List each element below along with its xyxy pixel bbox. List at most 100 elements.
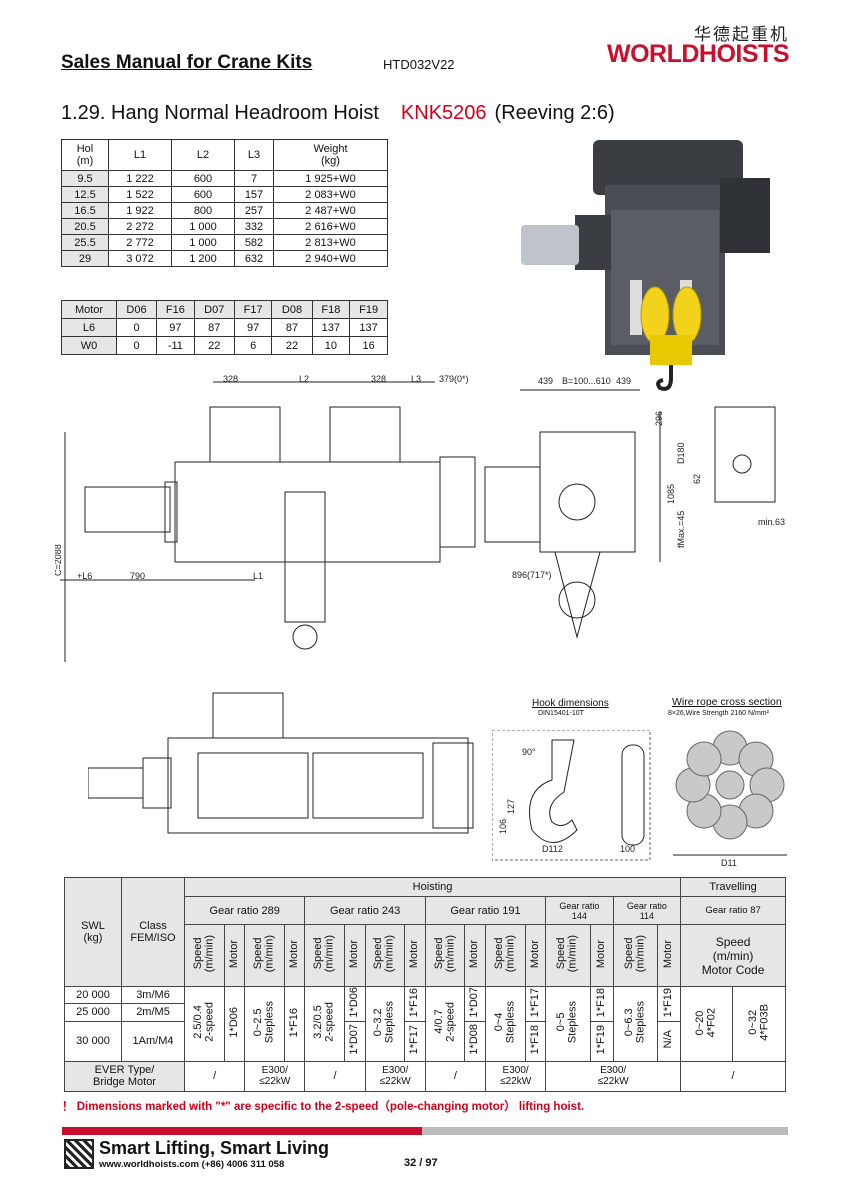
- travel-value: 0~32 4*F03B: [746, 1003, 771, 1041]
- col-header: L2: [171, 139, 235, 171]
- cell: 257: [234, 202, 274, 219]
- cell: 2 272: [108, 218, 172, 235]
- qr-code-icon: [64, 1139, 94, 1169]
- hoisting-header: Hoisting: [183, 877, 682, 897]
- dim-label: L2: [299, 374, 309, 384]
- ever-cell: /: [183, 1060, 246, 1092]
- hook-drawing: 90° 127 106 D112 100: [492, 730, 651, 861]
- cell: 2 616+W0: [273, 218, 388, 235]
- document-code: HTD032V22: [383, 57, 455, 72]
- speed-value: 0~4 Stepless: [492, 1001, 517, 1044]
- speed-value: 0~3.2 Stepless: [372, 1001, 396, 1044]
- rope-dim: D11: [721, 858, 737, 868]
- swl-cell: 25 000: [64, 1003, 122, 1022]
- col-header: Motor: [60, 300, 118, 319]
- cell: 1 000: [171, 218, 235, 235]
- motor-header: Motor: [594, 939, 607, 969]
- dim-label: 439: [616, 376, 631, 386]
- ever-cell: E300/ ≤22kW: [364, 1060, 426, 1092]
- gear-header: Gear ratio 191: [424, 896, 547, 925]
- motor-header: Motor: [227, 939, 240, 969]
- motor-value: 1*F16: [287, 1007, 300, 1037]
- dim-label: 328: [223, 374, 238, 384]
- cell: 7: [234, 170, 274, 187]
- cell: 2 487+W0: [273, 202, 388, 219]
- cell: 87: [193, 318, 235, 337]
- reeving: (Reeving 2:6): [494, 102, 615, 124]
- dim-label: min.63: [758, 517, 785, 527]
- cell: 10: [311, 336, 351, 355]
- col-header: D08: [271, 300, 313, 319]
- swl-cell: 20 000: [64, 985, 122, 1005]
- cell: 1 922: [108, 202, 172, 219]
- speed-header: Speed (m/min): [372, 935, 396, 973]
- speed-header: Speed (m/min): [312, 935, 336, 973]
- speed-value: 2.5/0.4 2-speed: [191, 1002, 216, 1043]
- cell: 157: [234, 186, 274, 203]
- cell: 137: [311, 318, 351, 337]
- motor-value: 1*F19: [594, 1024, 607, 1055]
- cell: 137: [349, 318, 388, 337]
- motor-value: N/A: [662, 1030, 675, 1049]
- motor-header: Motor: [528, 939, 541, 969]
- motor-value: 1*F19: [662, 987, 675, 1017]
- cell: 97: [233, 318, 273, 337]
- cell: 1 925+W0: [273, 170, 388, 187]
- footer-bar: [62, 1127, 788, 1135]
- col-header: Weight (kg): [273, 139, 388, 171]
- dim-label: +L6: [77, 571, 92, 581]
- footer-slogan: Smart Lifting, Smart Living: [99, 1138, 330, 1158]
- speed-value: 3.2/0.5 2-speed: [312, 1002, 336, 1043]
- rope-cross-section: D11: [673, 730, 787, 868]
- cell: 1 522: [108, 186, 172, 203]
- gear-header: Gear ratio 114: [612, 896, 682, 925]
- hook-dim: 90°: [522, 747, 536, 757]
- motor-header: Motor: [348, 939, 361, 969]
- speed-header: Speed (m/min): [622, 935, 647, 973]
- hoist-photo: [521, 140, 770, 391]
- cell: 800: [171, 202, 235, 219]
- footer-contact: www.worldhoists.com (+86) 4006 311 058: [99, 1159, 285, 1170]
- dim-label: 62: [692, 474, 702, 484]
- class-cell: 3m/M6: [121, 985, 185, 1005]
- cell: 3 072: [108, 250, 172, 267]
- cell: 2 940+W0: [273, 250, 388, 267]
- speed-header: Speed (m/min): [432, 935, 457, 973]
- class-cell: 2m/M5: [121, 1003, 185, 1022]
- hook-dim: 100: [620, 844, 635, 854]
- dim-label: C=2088: [55, 544, 63, 576]
- dim-label: 896(717*): [512, 570, 552, 580]
- cell: 16: [349, 336, 388, 355]
- col-header: Hol (m): [61, 139, 109, 171]
- speed-value: 0~5 Stepless: [555, 1001, 579, 1044]
- cell: 332: [234, 218, 274, 235]
- col-header: SWL (kg): [64, 877, 122, 987]
- col-header: Class FEM/ISO: [121, 877, 185, 987]
- cell: 12.5: [61, 186, 109, 203]
- swl-cell: 30 000: [64, 1020, 122, 1062]
- cell: 16.5: [61, 202, 109, 219]
- col-header: L3: [234, 139, 274, 171]
- cell: 1 000: [171, 234, 235, 251]
- motor-value: 1*D07: [348, 1024, 361, 1055]
- cell: 0: [116, 318, 158, 337]
- hook-subtitle: DIN15401-10T: [538, 710, 584, 717]
- cell: 22: [271, 336, 313, 355]
- cell: 600: [171, 170, 235, 187]
- cell: 2 813+W0: [273, 234, 388, 251]
- title-text: 1.29. Hang Normal Headroom Hoist: [61, 102, 379, 124]
- dim-label: 439: [538, 376, 553, 386]
- end-elevation-drawing: 439 B=100...610 439 296 D180 62 1085 fMa…: [484, 376, 785, 639]
- col-header: D06: [116, 300, 158, 319]
- ever-cell: E300/ ≤22kW: [545, 1060, 682, 1092]
- motor-header: Motor: [468, 939, 481, 969]
- cell: 97: [156, 318, 195, 337]
- cell: 0: [116, 336, 158, 355]
